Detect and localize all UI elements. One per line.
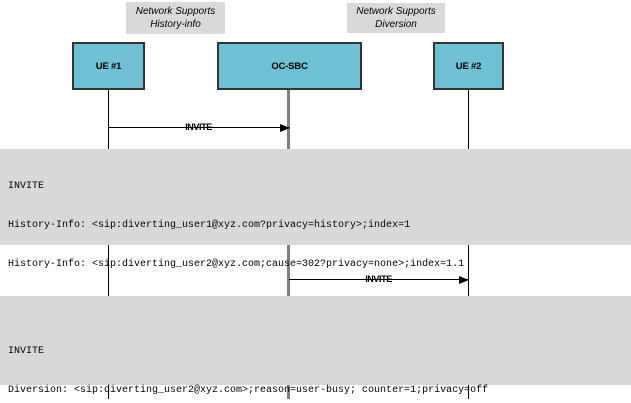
panel-line: Diversion: <sip:diverting_user2@xyz.com>… xyxy=(8,385,489,396)
arrowhead-right-icon xyxy=(459,275,469,284)
lifeline-ocsbc xyxy=(287,385,290,399)
message-arrow-invite-1: INVITE xyxy=(108,122,290,132)
sip-panel-history-info: INVITE History-Info: <sip:diverting_user… xyxy=(0,149,631,309)
arrowhead-right-icon xyxy=(280,123,290,132)
actor-ocsbc-box: OC-SBC xyxy=(217,42,362,90)
message-label: INVITE xyxy=(185,122,212,132)
note-line: Network Supports xyxy=(356,6,436,17)
actor-ue2-box: UE #2 xyxy=(433,42,504,90)
note-line: Network Supports xyxy=(135,6,216,17)
lifeline-ue2 xyxy=(468,245,469,296)
note-network-supports-diversion: Network Supports Diversion xyxy=(347,3,445,33)
panel-line: History-Info: <sip:diverting_user2@xyz.c… xyxy=(8,259,465,270)
actor-ue1-box: UE #1 xyxy=(72,42,145,90)
lifeline-ocsbc xyxy=(287,90,290,149)
lifeline-ue1 xyxy=(108,385,109,399)
note-line: History-info xyxy=(150,19,201,30)
lifeline-ue2 xyxy=(468,385,469,399)
message-label: INVITE xyxy=(365,274,392,284)
actor-label: UE #2 xyxy=(455,60,482,72)
panel-line: INVITE xyxy=(8,346,45,357)
lifeline-ue2 xyxy=(468,90,469,149)
note-line: Diversion xyxy=(375,19,417,30)
message-arrow-invite-2: INVITE xyxy=(289,274,469,284)
note-network-supports-history-info: Network Supports History-info xyxy=(126,2,225,34)
lifeline-ocsbc xyxy=(287,245,290,296)
actor-label: UE #1 xyxy=(95,60,122,72)
lifeline-ue1 xyxy=(108,245,109,296)
actor-label: OC-SBC xyxy=(271,60,308,72)
sip-panel-diversion: INVITE Diversion: <sip:diverting_user2@x… xyxy=(0,296,631,396)
panel-line: INVITE xyxy=(8,181,45,192)
lifeline-ue1 xyxy=(108,90,109,149)
panel-line: History-Info: <sip:diverting_user1@xyz.c… xyxy=(8,220,411,231)
